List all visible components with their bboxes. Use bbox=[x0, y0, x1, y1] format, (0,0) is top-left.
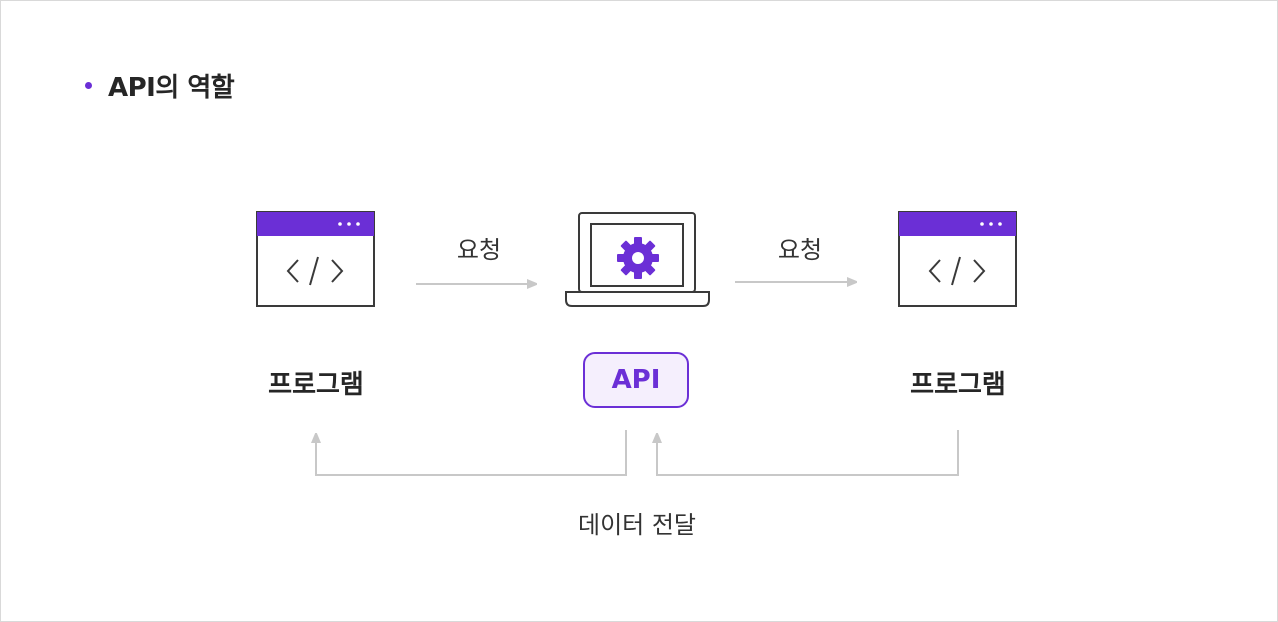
bullet-dot bbox=[85, 82, 92, 89]
request-label-left: 요청 bbox=[456, 236, 502, 264]
right-program-label: 프로그램 bbox=[910, 370, 1006, 400]
request-label-right: 요청 bbox=[777, 236, 823, 264]
left-program-label: 프로그램 bbox=[268, 370, 364, 400]
right-program-window-icon bbox=[898, 211, 1017, 307]
api-badge-label: API bbox=[611, 365, 661, 395]
data-arrow-to-left-program bbox=[316, 430, 627, 476]
gear-icon bbox=[617, 237, 659, 279]
page-title: API의 역할 bbox=[85, 67, 235, 104]
api-badge: API bbox=[583, 352, 689, 408]
left-program-window-icon bbox=[256, 211, 375, 307]
page-title-text: API의 역할 bbox=[108, 73, 235, 103]
data-arrow-to-api bbox=[657, 430, 959, 476]
laptop-gear-icon bbox=[565, 212, 710, 307]
data-transfer-label: 데이터 전달 bbox=[577, 511, 697, 539]
